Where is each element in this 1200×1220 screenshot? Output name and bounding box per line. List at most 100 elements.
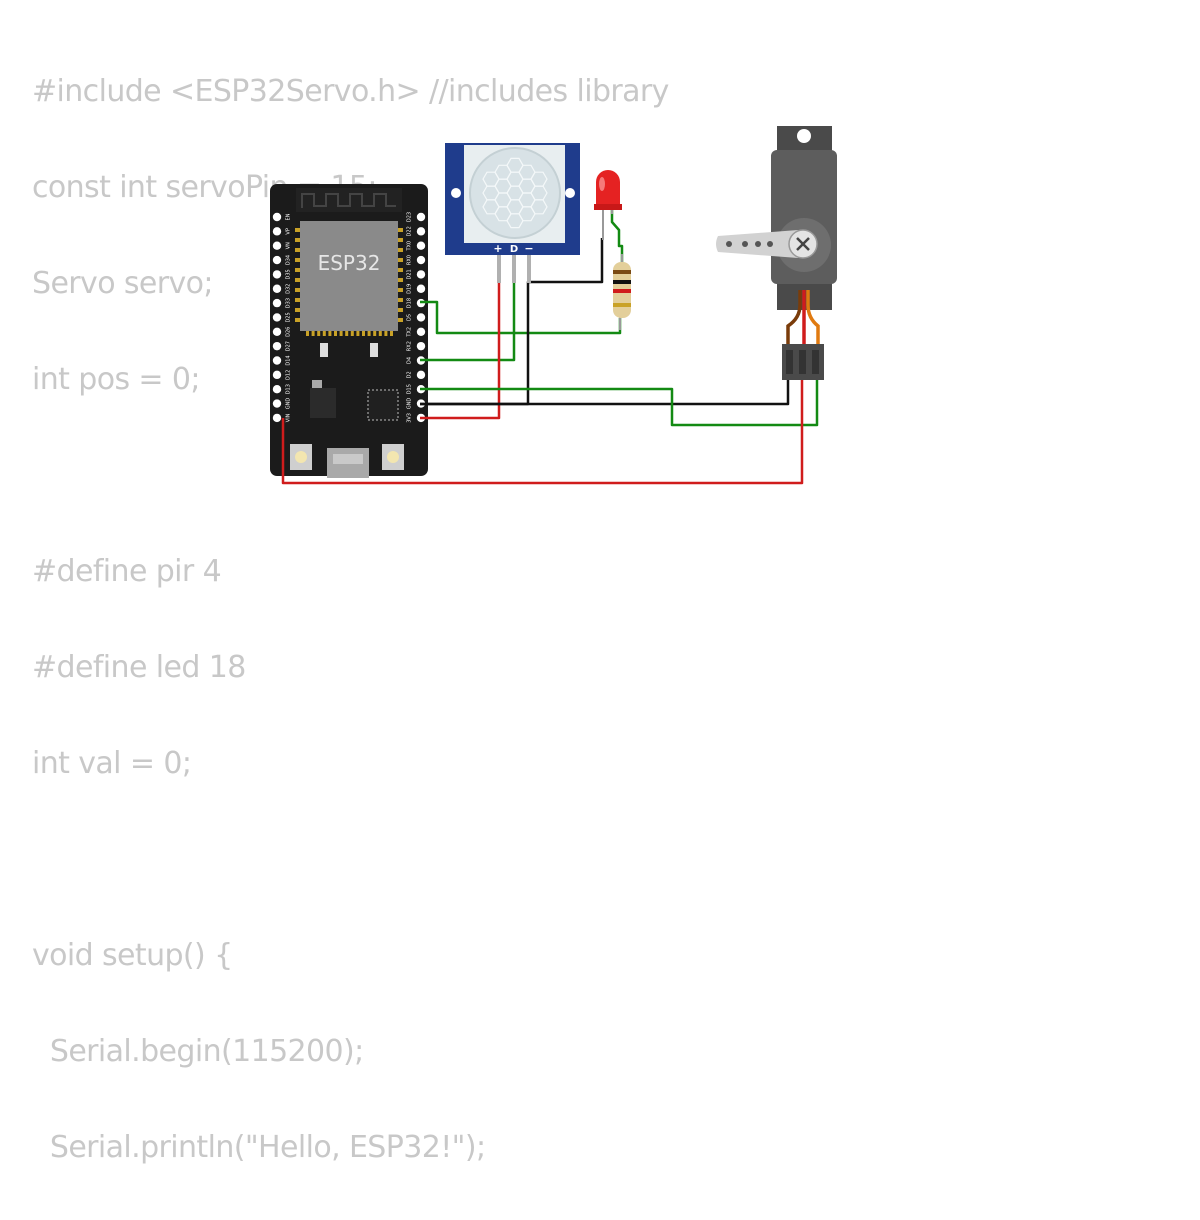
pin-label: D15 <box>407 384 413 394</box>
pin-label: D5 <box>407 314 413 321</box>
pin-label: GND <box>407 398 413 410</box>
connector-slot <box>786 350 793 374</box>
connector-slot <box>812 350 819 374</box>
led-rim <box>594 204 622 210</box>
servo-cable <box>786 290 820 346</box>
code-line: int val = 0; <box>32 746 192 781</box>
servo-horn-hole <box>767 241 773 247</box>
antenna-trace <box>301 193 396 208</box>
chip-label: ESP32 <box>318 251 381 275</box>
pin-header[interactable] <box>272 356 282 365</box>
pin-header[interactable] <box>416 284 426 293</box>
pin-label: D22 <box>407 226 413 236</box>
mounting-hole <box>451 188 461 198</box>
pir-sensor[interactable]: + D − <box>445 143 580 283</box>
pir-dome <box>469 147 561 239</box>
wire-servo-ground <box>420 378 790 406</box>
pin-header[interactable] <box>272 313 282 322</box>
led-dome <box>596 170 620 208</box>
pin-headers: ENVPVND34D35D32D33D25D26D27D14D12D13GNDV… <box>272 212 426 423</box>
pin-header[interactable] <box>272 399 282 408</box>
pin-label: EN <box>286 213 292 220</box>
pin-label: RX2 <box>407 341 413 351</box>
pin-label: D18 <box>407 298 413 308</box>
pin-header[interactable] <box>416 212 426 222</box>
esp32-board[interactable]: ESP32 ENVPVND34D35D32D33D25D26D27D14D12D… <box>270 184 428 478</box>
pin-label: VP <box>286 228 292 234</box>
wire-led-resistor <box>420 300 622 335</box>
pin-label: VIN <box>286 413 292 422</box>
servo-horn-hole <box>742 241 748 247</box>
pin-header[interactable] <box>416 370 426 380</box>
pir-pin <box>527 255 531 283</box>
led-highlight <box>599 177 605 191</box>
code-line: int pos = 0; <box>32 362 200 397</box>
pin-header[interactable] <box>272 413 282 423</box>
mounting-hole <box>565 188 575 198</box>
pin-header[interactable] <box>272 370 282 380</box>
pin-label: D23 <box>407 212 413 222</box>
pin-header[interactable] <box>272 298 282 308</box>
pin-header[interactable] <box>416 227 426 236</box>
pin-header[interactable] <box>416 313 426 322</box>
resistor-band <box>613 303 631 307</box>
resistor[interactable] <box>613 254 631 330</box>
red-led[interactable] <box>594 170 622 240</box>
servo-motor[interactable] <box>716 126 837 380</box>
wire-pir-ground <box>420 238 604 406</box>
code-line: #define pir 4 <box>32 554 222 589</box>
pin-label: D35 <box>286 269 292 279</box>
code-line: #define led 18 <box>32 650 246 685</box>
servo-wire-brown <box>786 290 802 346</box>
pin-header[interactable] <box>272 270 282 279</box>
wire-servo-power <box>281 378 804 485</box>
pir-pin-label: + <box>493 242 502 255</box>
pin-header[interactable] <box>416 241 426 250</box>
pin-label: D27 <box>286 341 292 351</box>
servo-wire-orange <box>806 290 820 346</box>
code-line: void setup() { <box>32 938 233 973</box>
pin-header[interactable] <box>416 327 426 336</box>
pir-pin-label: − <box>524 242 533 255</box>
pin-label: D2 <box>407 371 413 378</box>
pir-pin-label: D <box>510 244 518 255</box>
pin-header[interactable] <box>272 241 282 250</box>
pin-header[interactable] <box>272 284 282 293</box>
pin-label: TX2 <box>407 327 413 338</box>
pin-label: D13 <box>286 384 292 394</box>
pin-header[interactable] <box>272 227 282 236</box>
wire-pir-data <box>420 278 516 362</box>
pin-header[interactable] <box>416 255 426 265</box>
resistor-band <box>613 280 631 284</box>
pin-label: D19 <box>407 284 413 294</box>
wire-servo-signal <box>420 378 819 427</box>
pin-label: RX0 <box>407 255 413 265</box>
pin-label: VN <box>286 242 292 249</box>
pin-header[interactable] <box>272 385 282 394</box>
pin-label: D4 <box>407 357 413 364</box>
servo-screw-icon <box>788 229 818 259</box>
voltage-regulator <box>310 388 336 418</box>
pin-header[interactable] <box>416 341 426 351</box>
regulator-tab <box>312 380 322 388</box>
pin-label: D12 <box>286 370 292 380</box>
circuit-diagram: ESP32 ENVPVND34D35D32D33D25D26D27D14D12D… <box>270 126 837 485</box>
esp32-module <box>300 221 398 331</box>
pin-label: GND <box>286 398 292 410</box>
pin-header[interactable] <box>272 212 282 222</box>
button-icon[interactable] <box>290 444 312 470</box>
pin-label: D34 <box>286 255 292 265</box>
pir-pin <box>497 255 501 283</box>
pir-pin <box>512 255 516 283</box>
pin-header[interactable] <box>416 270 426 279</box>
servo-horn-hole <box>755 241 761 247</box>
button-icon[interactable] <box>382 444 404 470</box>
pin-label: D21 <box>407 269 413 279</box>
module-pads <box>295 228 403 336</box>
pin-label: D32 <box>286 284 292 294</box>
pin-header[interactable] <box>272 327 282 336</box>
pin-header[interactable] <box>272 341 282 351</box>
pin-label: TX0 <box>407 241 413 252</box>
pin-label: D14 <box>286 355 292 365</box>
pin-header[interactable] <box>272 255 282 265</box>
